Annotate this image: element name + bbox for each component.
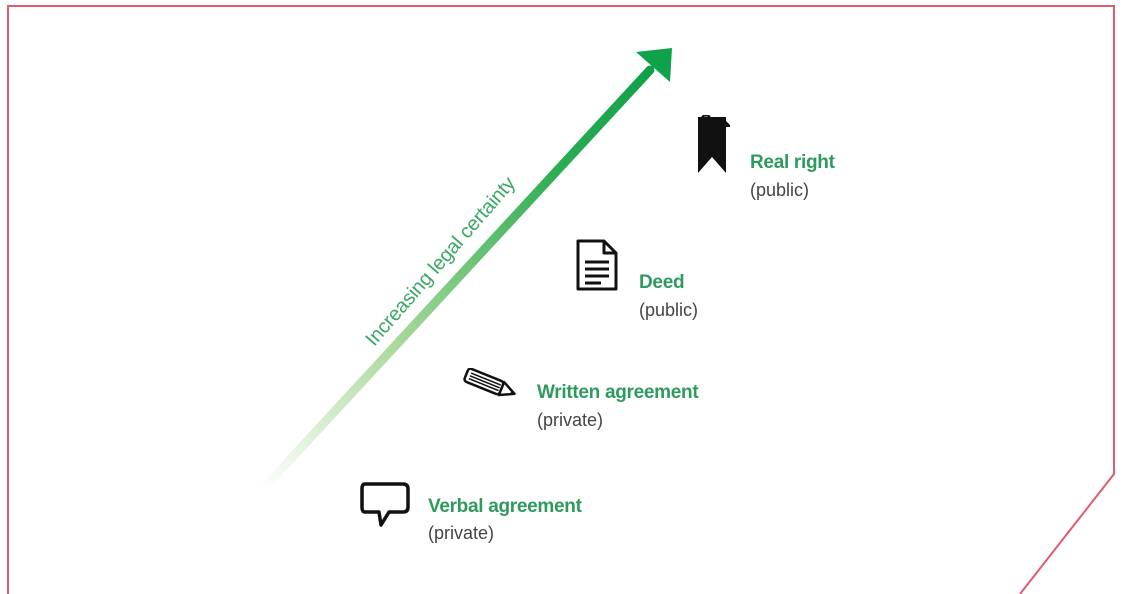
item-sub-deed: (public) <box>639 300 699 320</box>
bookmark-icon <box>698 115 730 173</box>
pencil-icon <box>463 368 516 397</box>
item-sub-real-right: (public) <box>750 180 810 200</box>
item-label-written-agreement: Written agreement <box>537 382 699 403</box>
item-sub-verbal-agreement: (private) <box>428 523 495 543</box>
item-label-real-right: Real right <box>750 152 835 173</box>
speech-bubble-icon <box>360 482 410 527</box>
item-label-verbal-agreement: Verbal agreement <box>428 496 582 517</box>
arrow-head <box>636 48 672 82</box>
document-icon <box>576 239 618 291</box>
item-sub-written-agreement: (private) <box>537 410 604 430</box>
arrow-shaft <box>257 65 655 495</box>
item-label-deed: Deed <box>639 272 685 293</box>
